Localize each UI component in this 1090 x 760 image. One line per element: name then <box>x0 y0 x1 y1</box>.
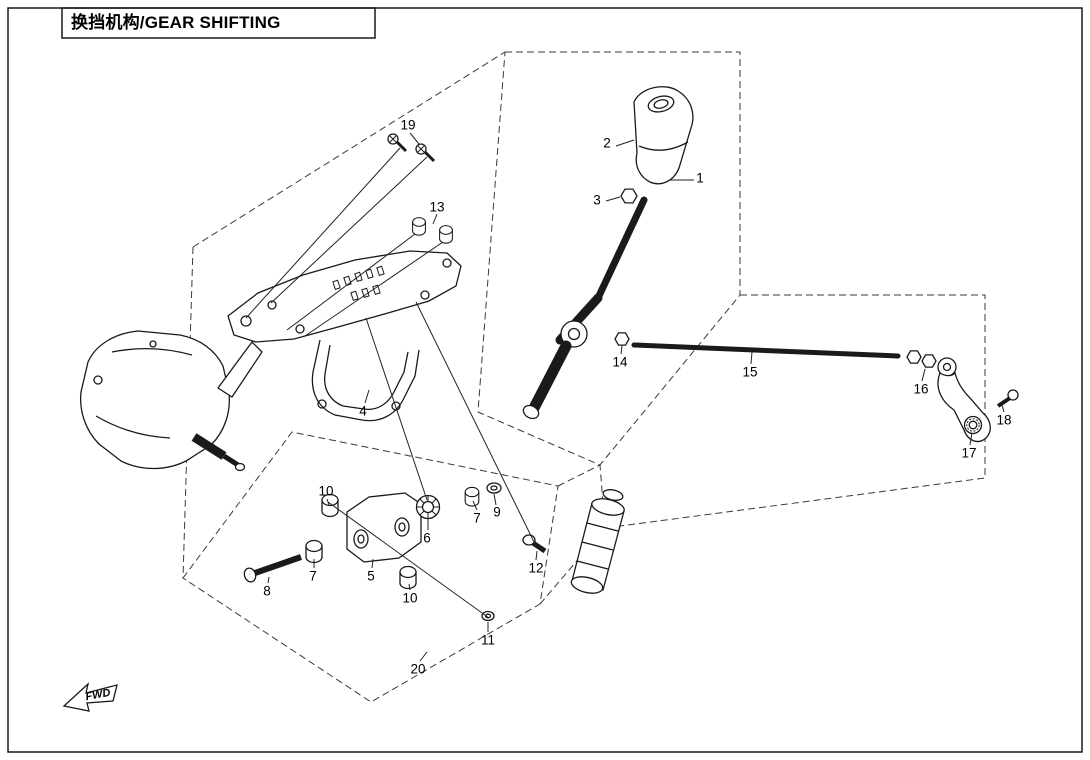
shifter-boot <box>570 489 625 594</box>
callout-1: 1 <box>696 170 704 186</box>
bushings-13 <box>412 217 453 244</box>
knob-nut <box>620 188 638 204</box>
callout-8: 8 <box>263 583 271 599</box>
callout-18: 18 <box>996 412 1012 428</box>
callout-14: 14 <box>612 354 628 370</box>
callout-10a: 10 <box>318 483 334 499</box>
callout-10b: 10 <box>402 590 418 606</box>
callout-13: 13 <box>429 199 445 215</box>
callout-7b: 7 <box>309 568 317 584</box>
callout-11: 11 <box>480 632 496 648</box>
bushing-7a <box>464 486 480 507</box>
bolt-8 <box>243 554 302 583</box>
callout-19: 19 <box>400 117 416 133</box>
screws-19 <box>387 133 436 163</box>
splined-washer-6 <box>415 494 441 520</box>
region-boundaries <box>182 51 986 703</box>
gear-shift-rod <box>631 342 901 359</box>
shift-knob <box>633 86 694 185</box>
arm-bolt-18 <box>996 389 1019 408</box>
mounting-bracket <box>217 250 462 422</box>
side-panel <box>79 330 231 470</box>
page-title: 换挡机构/GEAR SHIFTING <box>71 13 281 32</box>
shift-arm <box>937 357 991 443</box>
washer-9 <box>486 482 502 494</box>
callout-15: 15 <box>742 364 758 380</box>
washer-11 <box>481 610 495 622</box>
callout-12: 12 <box>528 560 544 576</box>
bushing-10b <box>399 565 417 590</box>
fwd-arrow <box>62 682 118 712</box>
callout-3: 3 <box>593 192 601 208</box>
page-frame <box>7 7 1083 753</box>
callout-16: 16 <box>913 381 929 397</box>
parts-linework <box>62 86 1019 712</box>
lever-nut-14 <box>614 332 630 346</box>
callout-6: 6 <box>423 530 431 546</box>
panel-pin <box>191 433 246 472</box>
callout-17: 17 <box>961 445 977 461</box>
callout-9: 9 <box>493 504 501 520</box>
shift-lever <box>522 196 648 420</box>
bracket-slots <box>332 265 385 302</box>
callout-7a: 7 <box>473 510 481 526</box>
callout-4: 4 <box>359 403 367 419</box>
callout-5: 5 <box>367 568 375 584</box>
leader-lines <box>245 132 1005 662</box>
rod-nuts-16 <box>906 350 937 368</box>
pivot-bracket <box>346 492 422 563</box>
callout-20: 20 <box>410 661 426 677</box>
callout-2: 2 <box>603 135 611 151</box>
